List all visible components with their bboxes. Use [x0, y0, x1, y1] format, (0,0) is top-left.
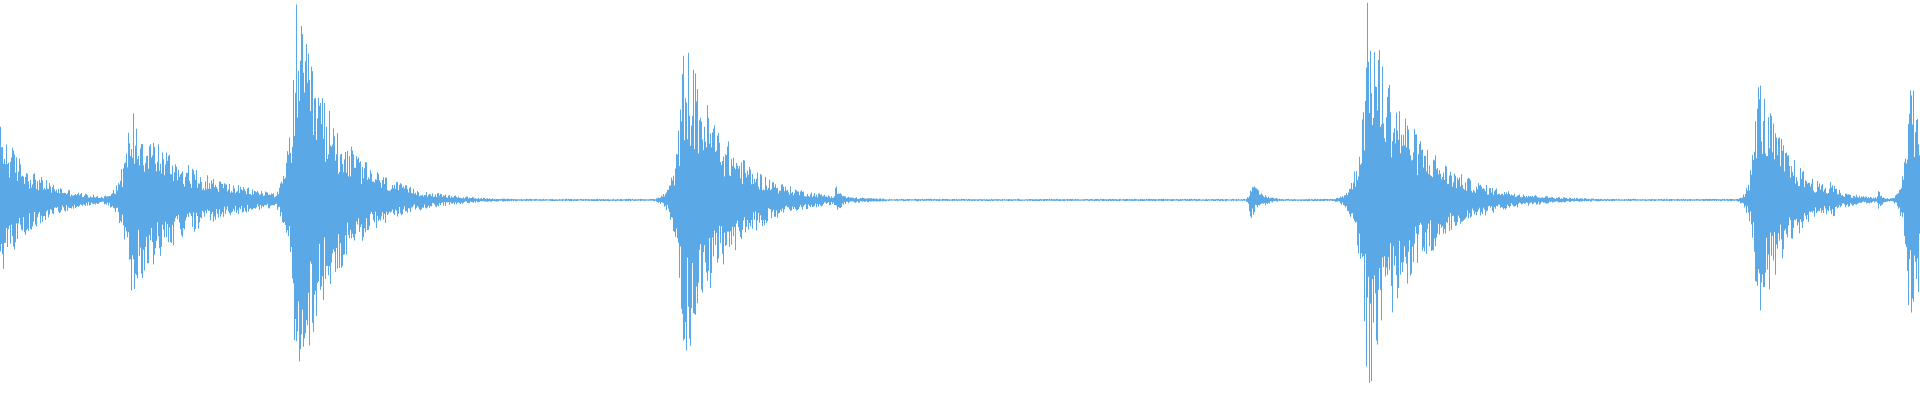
waveform-trace [0, 2, 1920, 383]
